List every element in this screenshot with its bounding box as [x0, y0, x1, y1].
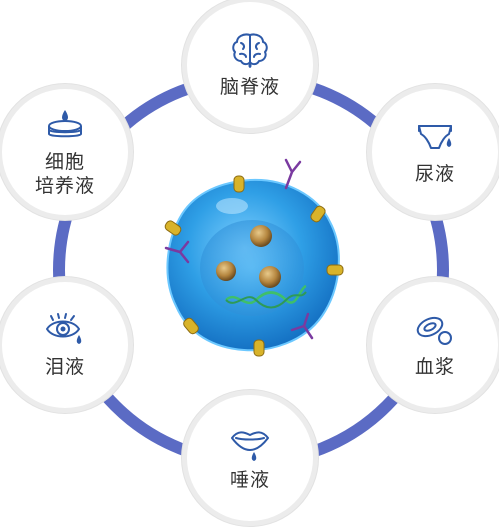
- node-plasma: 血浆: [372, 282, 498, 408]
- eye-tear-icon: [46, 313, 82, 344]
- node-cerebrospinal-fluid: 脑脊液: [187, 2, 313, 128]
- node-label: 细胞 培养液: [34, 151, 95, 197]
- diaper-icon: [418, 125, 452, 149]
- brain-icon: [232, 33, 268, 68]
- mouth-icon: [231, 431, 269, 461]
- node-tears: 泪液: [2, 282, 128, 408]
- cell-illustration: [164, 158, 344, 357]
- node-label: 泪液: [44, 356, 85, 378]
- node-cell-culture-medium: 细胞 培养液: [2, 89, 128, 215]
- node-label: 唾液: [229, 469, 270, 491]
- blood-cell-icon: [416, 316, 452, 345]
- node-saliva: 唾液: [187, 395, 313, 521]
- node-label: 血浆: [414, 356, 455, 378]
- petri-dish-icon: [48, 110, 82, 138]
- node-urine: 尿液: [372, 89, 498, 215]
- node-label: 脑脊液: [219, 76, 280, 98]
- node-label: 尿液: [414, 163, 455, 185]
